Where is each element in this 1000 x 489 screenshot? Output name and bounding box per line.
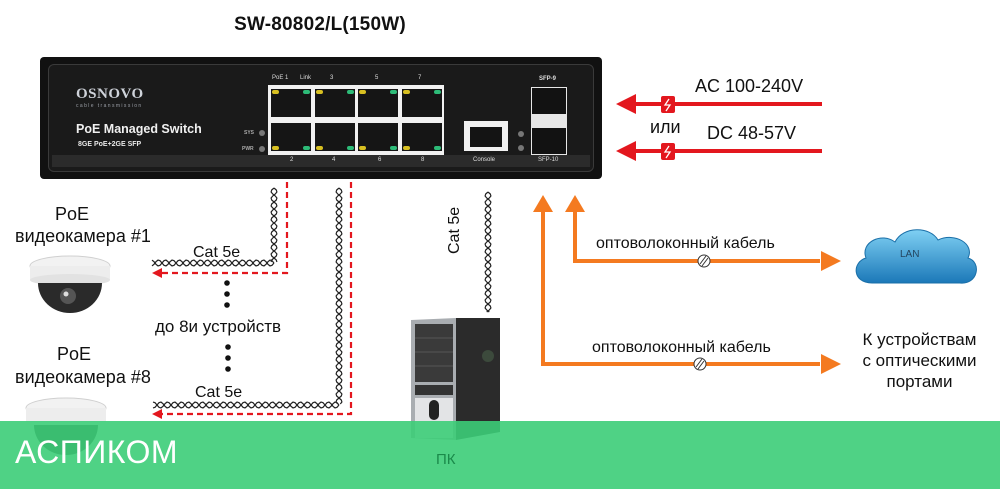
- lan-cloud-icon: [855, 229, 977, 284]
- diagram-title: SW-80802/L(150W): [234, 14, 406, 35]
- rj45-port-2[interactable]: [271, 123, 311, 151]
- camera-8-label-line2: видеокамера #8: [15, 367, 151, 387]
- led-sys: [259, 130, 265, 136]
- sfp-port-9[interactable]: [532, 88, 566, 114]
- rj45-port-6[interactable]: [358, 123, 398, 151]
- sfp-led-9: [518, 131, 524, 137]
- twisted-pair-strand: [270, 187, 278, 263]
- port-label-7: 7: [418, 75, 422, 81]
- rj45-port-8[interactable]: [402, 123, 442, 151]
- pc-cable-label: Cat 5e: [446, 206, 463, 254]
- sfp-slot-block: [531, 87, 567, 155]
- port-label-6: 6: [378, 157, 382, 163]
- poe-arrowhead-1: [152, 268, 162, 278]
- ellipsis-dot: [225, 355, 231, 361]
- console-port[interactable]: [464, 121, 508, 151]
- power-ac-label: AC 100-240V: [695, 76, 804, 96]
- devices-note: до 8и устройств: [155, 317, 282, 336]
- optical-devices-label: К устройствам с оптическими портами: [852, 329, 987, 392]
- watermark-bar: [0, 421, 1000, 489]
- switch-brand-tagline: cable transmission: [76, 103, 143, 109]
- port-label-3: 3: [330, 75, 334, 81]
- twisted-pair-cables: [151, 187, 492, 409]
- ellipsis-dot: [224, 280, 230, 286]
- sfp-led-10: [518, 145, 524, 151]
- switch-label-strip: [52, 155, 590, 167]
- twisted-pair-strand: [151, 259, 275, 267]
- ellipsis-dot: [225, 344, 231, 350]
- fiber-cable-label-devices: оптоволоконный кабель: [592, 339, 771, 356]
- led-pwr: [259, 146, 265, 152]
- poe-path-camera-8: [160, 182, 353, 416]
- rj45-port-7[interactable]: [402, 89, 442, 117]
- rj45-port-block: [268, 85, 444, 155]
- watermark-text: АСПИКОМ: [15, 434, 179, 470]
- port-label-4: 4: [332, 157, 336, 163]
- twisted-pair-strand: [152, 401, 340, 409]
- camera-8-cable-label: Cat 5e: [195, 384, 243, 401]
- twisted-pair-strand: [151, 259, 275, 267]
- twisted-pair-strand: [270, 187, 278, 263]
- twisted-pair-strand: [152, 401, 340, 409]
- switch-model-label: PoE Managed Switch: [76, 122, 202, 136]
- twisted-pair-strand: [335, 187, 343, 405]
- rj45-port-4[interactable]: [315, 123, 355, 151]
- port-label-poe1: PoE 1: [272, 75, 289, 81]
- optical-devices-line3: портами: [886, 372, 953, 391]
- pc-tower-icon: [411, 318, 500, 440]
- rj45-port-1[interactable]: [271, 89, 311, 117]
- poe-arrowhead-8: [152, 409, 162, 419]
- ellipsis-dot: [225, 366, 231, 372]
- fiber-link-optical-devices: [533, 195, 841, 374]
- power-dc-label: DC 48-57V: [707, 123, 797, 143]
- poe-path-camera-1: [160, 182, 289, 275]
- power-or-label: или: [650, 117, 681, 137]
- rj45-port-3[interactable]: [315, 89, 355, 117]
- ellipsis-dot: [224, 291, 230, 297]
- twisted-pair-strand: [335, 187, 343, 405]
- twisted-pair-strand: [484, 191, 492, 313]
- lan-label: LAN: [900, 249, 920, 260]
- fiber-cable-label-lan: оптоволоконный кабель: [596, 235, 775, 252]
- optical-devices-line1: К устройствам: [862, 330, 977, 349]
- switch-ports-description: 8GE PoE+2GE SFP: [78, 141, 142, 148]
- twisted-pair-strand: [484, 191, 492, 313]
- port-label-5: 5: [375, 75, 379, 81]
- port-label-8: 8: [421, 157, 425, 163]
- camera-1-icon: [29, 255, 111, 313]
- camera-8-label-line1: PoE: [57, 344, 92, 364]
- led-label-sys: SYS: [244, 130, 255, 136]
- ellipsis-dot: [224, 302, 230, 308]
- camera-1-cable-label: Cat 5e: [193, 244, 241, 261]
- led-label-pwr: PWR: [242, 146, 254, 152]
- optical-devices-line2: с оптическими: [862, 351, 977, 370]
- rj45-port-5[interactable]: [358, 89, 398, 117]
- camera-1-label-line2: видеокамера #1: [15, 226, 151, 246]
- sfp-9-label: SFP-9: [539, 76, 557, 82]
- pc-label: ПК: [436, 451, 456, 468]
- camera-1-label-line1: PoE: [55, 204, 90, 224]
- port-label-link: Link: [300, 75, 312, 81]
- sfp-port-10[interactable]: [532, 128, 566, 154]
- console-label: Console: [473, 157, 496, 163]
- power-dc-arrow: [616, 141, 822, 161]
- switch-brand-logo: OSNOVO: [76, 86, 144, 102]
- port-label-2: 2: [290, 157, 294, 163]
- fiber-link-lan: [565, 195, 841, 271]
- sfp-10-label: SFP-10: [538, 157, 559, 163]
- power-ac-arrow: [616, 94, 822, 114]
